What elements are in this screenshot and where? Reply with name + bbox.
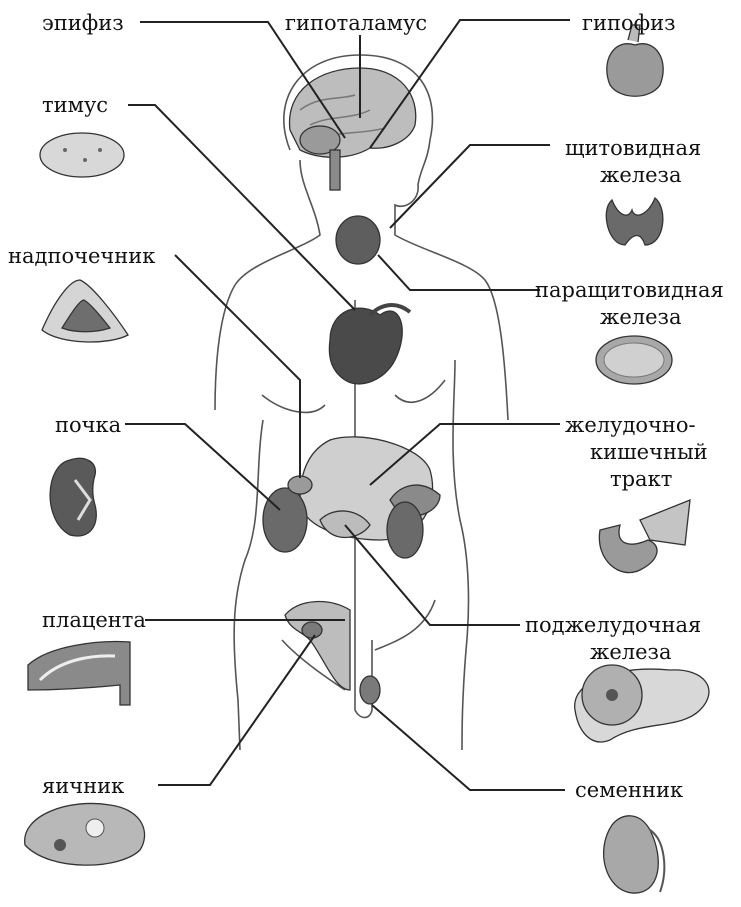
ovary-illustration: [25, 803, 145, 865]
heart: [329, 308, 402, 384]
kidney-illustration: [50, 458, 96, 536]
groin-right-curve: [375, 600, 435, 650]
label-placenta: плацента: [42, 608, 146, 632]
label-testis: семенник: [575, 778, 683, 802]
label-pancreas-line2: железа: [590, 640, 672, 664]
leader-testis: [372, 705, 565, 790]
label-kidney: почка: [55, 413, 121, 437]
label-adrenal: надпочечник: [8, 244, 155, 268]
adrenal-illustration: [42, 280, 128, 342]
brain: [290, 68, 416, 190]
thyroid-in-body: [336, 216, 380, 264]
chest-right-curve: [395, 380, 445, 402]
leader-adrenal: [175, 255, 300, 478]
parathyroid-illustration: [596, 336, 672, 384]
label-parathyroid-line2: железа: [600, 305, 682, 329]
label-gi-tract-line2: кишечный: [590, 440, 708, 464]
label-hypothalamus: гипоталамус: [285, 11, 427, 35]
label-thyroid-line2: железа: [600, 163, 682, 187]
adrenal-in-body: [288, 476, 312, 494]
kidney-right-in-body: [387, 502, 423, 558]
label-gi-tract-line1: желудочно-: [565, 413, 696, 437]
placenta-illustration: [28, 642, 130, 705]
label-pancreas-line1: поджелудочная: [525, 613, 701, 637]
body-outline: [215, 55, 508, 750]
label-parathyroid-line1: паращитовидная: [535, 278, 724, 302]
label-gi-tract-line3: тракт: [610, 467, 672, 491]
thyroid-illustration: [606, 198, 663, 245]
gi-tract-illustration: [599, 500, 690, 573]
label-thymus: тимус: [42, 93, 108, 117]
testis-illustration: [604, 816, 665, 893]
uterus: [285, 602, 350, 690]
kidney-left-in-body: [263, 488, 307, 552]
label-pituitary: гипофиз: [582, 11, 676, 35]
thymus-illustration: [40, 133, 124, 177]
pituitary-illustration: [607, 25, 663, 96]
label-thyroid-line1: щитовидная: [565, 136, 701, 160]
label-ovary: яичник: [42, 774, 124, 798]
torso-left-outline: [234, 420, 263, 750]
head-neck-left-outline: [215, 160, 320, 410]
label-epiphysis: эпифиз: [42, 11, 124, 35]
torso-right-outline: [453, 360, 469, 750]
leader-parathyroid: [378, 255, 540, 290]
testis-in-body: [360, 676, 380, 704]
pancreas-illustration: [575, 665, 709, 742]
leader-thyroid: [390, 145, 550, 228]
leader-ovary: [158, 635, 315, 785]
brainstem: [330, 150, 340, 190]
ovary-in-body: [302, 622, 322, 638]
chest-left-curve: [262, 395, 325, 412]
